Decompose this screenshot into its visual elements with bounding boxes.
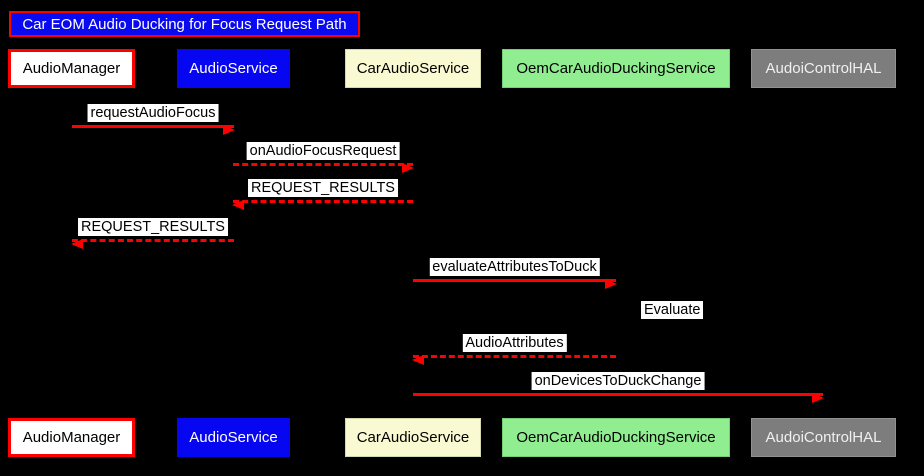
arrowhead-left-icon xyxy=(232,200,244,210)
message-ondevicestoduckchange: onDevicesToDuckChange xyxy=(413,368,824,403)
arrow-line-dashed xyxy=(413,355,616,358)
participant-audioservice-bottom: AudioService xyxy=(177,418,290,457)
participant-audoicontrolhal-bottom: AudoiControlHAL xyxy=(751,418,896,457)
message-label: evaluateAttributesToDuck xyxy=(429,258,600,276)
message-request-results-1: REQUEST_RESULTS xyxy=(232,175,413,210)
participant-audiomanager-bottom: AudioManager xyxy=(8,418,135,457)
participant-caraudioservice-top: CarAudioService xyxy=(345,49,481,88)
participant-oemcaraudioduckingservice-bottom: OemCarAudioDuckingService xyxy=(502,418,730,457)
message-label: onDevicesToDuckChange xyxy=(531,372,705,390)
participant-audiomanager-top: AudioManager xyxy=(8,49,135,88)
message-label: REQUEST_RESULTS xyxy=(248,179,398,197)
arrowhead-left-icon xyxy=(71,239,83,249)
message-label: REQUEST_RESULTS xyxy=(78,218,228,236)
arrow-line-dashed xyxy=(72,239,234,242)
message-onaudiofocusrequest: onAudioFocusRequest xyxy=(233,138,414,173)
arrowhead-right-icon xyxy=(605,279,617,289)
participant-oemcaraudioduckingservice-top: OemCarAudioDuckingService xyxy=(502,49,730,88)
message-label: onAudioFocusRequest xyxy=(246,142,400,160)
message-evaluateattributestoduck: evaluateAttributesToDuck xyxy=(413,254,617,289)
message-label: requestAudioFocus xyxy=(87,104,219,122)
arrow-line-dashed xyxy=(233,163,413,166)
message-label: AudioAttributes xyxy=(462,334,567,352)
participant-audioservice-top: AudioService xyxy=(177,49,290,88)
arrow-line-solid xyxy=(413,393,823,396)
arrow-line-solid xyxy=(413,279,616,282)
message-audioattributes: AudioAttributes xyxy=(412,330,616,365)
arrowhead-right-icon xyxy=(812,393,824,403)
arrowhead-right-icon xyxy=(223,125,235,135)
message-evaluate-self: Evaluate xyxy=(641,301,704,319)
diagram-title: Car EOM Audio Ducking for Focus Request … xyxy=(9,11,360,37)
message-request-results-2: REQUEST_RESULTS xyxy=(71,214,234,249)
arrow-line-dashed xyxy=(233,200,413,203)
message-requestaudiofocus: requestAudioFocus xyxy=(72,100,235,135)
participant-audoicontrolhal-top: AudoiControlHAL xyxy=(751,49,896,88)
arrowhead-right-icon xyxy=(402,163,414,173)
arrowhead-left-icon xyxy=(412,355,424,365)
arrow-line-solid xyxy=(72,125,234,128)
participant-caraudioservice-bottom: CarAudioService xyxy=(345,418,481,457)
